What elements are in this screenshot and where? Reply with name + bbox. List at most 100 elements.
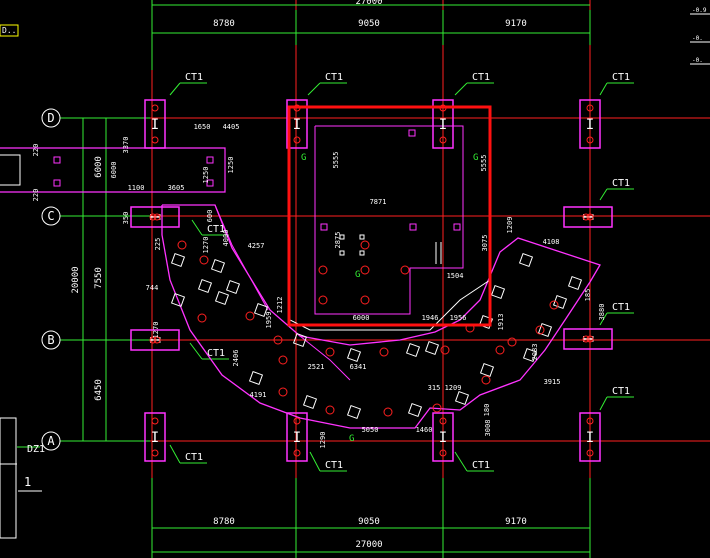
ct1-label: CT1 bbox=[325, 460, 343, 471]
axis-bubble bbox=[41, 330, 61, 350]
pile-circle bbox=[325, 347, 335, 357]
dimension-label: 6000 bbox=[110, 162, 118, 179]
dimension-label: 1290 bbox=[319, 432, 327, 449]
dimension-label: 1209 bbox=[506, 217, 514, 234]
pile-square bbox=[454, 390, 470, 406]
leader-line bbox=[599, 82, 608, 96]
pile-marker bbox=[339, 250, 345, 256]
pile-cap: I bbox=[563, 206, 613, 228]
ct1-label: CT1 bbox=[207, 224, 225, 235]
axis-bubble bbox=[41, 206, 61, 226]
pile-marker bbox=[53, 179, 61, 187]
dimension-label: 4405 bbox=[223, 123, 240, 131]
pile-cap-outline bbox=[286, 412, 308, 462]
column-i-icon: I bbox=[439, 430, 447, 446]
pile-circle bbox=[273, 335, 283, 345]
pile-cap: I bbox=[130, 329, 180, 351]
dimension-label: 6341 bbox=[350, 363, 367, 371]
pile-circle bbox=[293, 449, 301, 457]
pile-circle bbox=[151, 417, 159, 425]
dimension-label: 1250 bbox=[202, 167, 210, 184]
dimension-label: 3370 bbox=[122, 137, 130, 154]
dimension-label: 6000 bbox=[353, 314, 370, 322]
dimension-label: 3075 bbox=[481, 235, 489, 252]
pile-square bbox=[346, 347, 362, 363]
pile-circle bbox=[586, 417, 594, 425]
pile-marker bbox=[339, 234, 345, 240]
wall-stub bbox=[0, 154, 21, 186]
ct1-label: CT1 bbox=[325, 72, 343, 83]
dimension-label: 3605 bbox=[168, 184, 185, 192]
ramp-outline bbox=[161, 204, 601, 429]
column-i-icon: I bbox=[293, 117, 301, 133]
pile-marker bbox=[206, 156, 214, 164]
bottom-span-label: 9050 bbox=[358, 517, 380, 527]
axis-label: D bbox=[47, 111, 54, 125]
top-total-label: 27000 bbox=[355, 0, 382, 7]
column-i-icon: I bbox=[586, 430, 594, 446]
pile-cap-outline bbox=[144, 99, 166, 149]
column-i-icon: I bbox=[151, 430, 159, 446]
pile-cap-outline bbox=[432, 412, 454, 462]
leader-line bbox=[454, 451, 468, 472]
pile-square bbox=[248, 370, 264, 386]
pile-circle bbox=[199, 255, 209, 265]
dimension-label: 3915 bbox=[544, 378, 561, 386]
column-i-icon: I bbox=[151, 117, 159, 133]
pile-square bbox=[518, 252, 534, 268]
yellow-tag bbox=[0, 24, 19, 37]
g-mark: G bbox=[473, 153, 478, 163]
dimension-label: 315 bbox=[428, 384, 441, 392]
pile-marker bbox=[359, 234, 365, 240]
pile-circle bbox=[586, 104, 594, 112]
pile-cap-outline bbox=[563, 206, 613, 228]
selection-rectangle bbox=[287, 105, 492, 327]
pile-square bbox=[210, 258, 226, 274]
dimension-label: 5050 bbox=[362, 426, 379, 434]
dimension-label: 1100 bbox=[128, 184, 145, 192]
leader-line bbox=[309, 451, 321, 472]
dimension-label: 4108 bbox=[543, 238, 560, 246]
pile-square bbox=[405, 342, 421, 358]
column-i-icon: I bbox=[293, 430, 301, 446]
dimension-label: 1270 bbox=[152, 322, 160, 339]
pile-square bbox=[552, 294, 568, 310]
pile-circle bbox=[582, 335, 590, 343]
dimension-label: 5555 bbox=[332, 152, 340, 169]
pile-circle bbox=[360, 295, 370, 305]
pile-circle bbox=[360, 240, 370, 250]
pile-marker bbox=[53, 156, 61, 164]
leader-line bbox=[169, 82, 181, 96]
column-i-icon: I bbox=[586, 117, 594, 133]
ramp-inner-edge bbox=[299, 335, 351, 381]
pile-circle bbox=[151, 104, 159, 112]
dimension-label: 1946 bbox=[422, 314, 439, 322]
dimension-label: 225 bbox=[154, 238, 162, 251]
pile-cap-outline bbox=[579, 99, 601, 149]
pile-marker bbox=[359, 250, 365, 256]
pile-circle bbox=[439, 136, 447, 144]
pile-square bbox=[424, 340, 440, 356]
dimension-label: 1270 bbox=[202, 237, 210, 254]
pile-circle bbox=[481, 375, 491, 385]
pile-marker bbox=[453, 223, 461, 231]
dimension-label: 744 bbox=[146, 284, 159, 292]
pile-cap-outline bbox=[563, 328, 613, 350]
beam-strip bbox=[0, 147, 226, 193]
ct1-label: CT1 bbox=[612, 302, 630, 313]
axis-grid bbox=[60, 0, 710, 558]
pile-circle bbox=[318, 295, 328, 305]
bottom-span-label: 9170 bbox=[505, 517, 527, 527]
top-span-label: 9050 bbox=[358, 19, 380, 29]
pile-square bbox=[490, 284, 506, 300]
pile-circle bbox=[197, 313, 207, 323]
dimension-label: 3008 bbox=[484, 420, 492, 437]
ct1-label: CT1 bbox=[472, 72, 490, 83]
pile-circle bbox=[245, 311, 255, 321]
ct1-label: CT1 bbox=[185, 452, 203, 463]
left-seg-label: 6000 bbox=[94, 156, 104, 178]
dimension-label: 220 bbox=[32, 189, 40, 202]
side-text: -0. bbox=[692, 57, 703, 64]
